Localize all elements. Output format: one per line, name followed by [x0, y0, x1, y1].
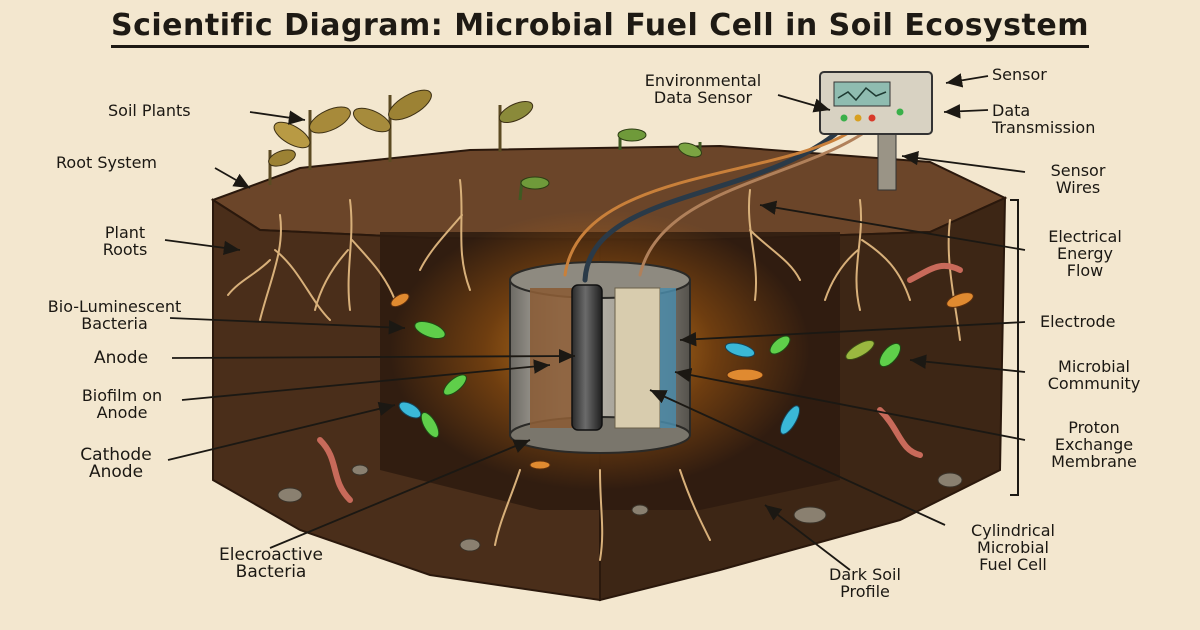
label-anode: Anode	[94, 348, 149, 368]
diagram-title: Scientific Diagram: Microbial Fuel Cell …	[0, 8, 1200, 48]
soil-plants-group	[268, 89, 702, 201]
stones-group	[277, 464, 963, 552]
label-electrode: Electrode	[1040, 312, 1116, 331]
leader-lines-group	[164, 73, 1026, 571]
label-soil-plants: Soil Plants	[108, 101, 191, 120]
anode-rod	[571, 284, 603, 431]
label-cathode-anode: Cathode Anode	[80, 445, 152, 482]
label-elecroactive-bacteria: Elecroactive Bacteria	[219, 545, 323, 582]
label-plant-roots: Plant Roots	[102, 223, 148, 259]
plant-roots-group	[227, 179, 961, 561]
label-cylindrical-microbial-fuel-cell: Cylindrical Microbial Fuel Cell	[971, 521, 1055, 574]
label-proton-exchange-membrane: Proton Exchange Membrane	[1051, 418, 1137, 471]
sensor-wires-group	[563, 127, 864, 283]
bacteria-group	[390, 292, 974, 470]
earthworms-group	[317, 262, 963, 503]
label-sensor: Sensor	[992, 65, 1047, 84]
label-biofilm-on-anode: Biofilm on Anode	[81, 386, 163, 422]
label-dark-soil-profile: Dark Soil Profile	[829, 565, 901, 601]
label-microbial-community: Microbial Community	[1047, 357, 1141, 393]
label-environmental-data-sensor: Environmental Data Sensor	[644, 71, 762, 107]
sensor-box	[819, 71, 933, 191]
label-electrical-energy-flow: Electrical Energy Flow	[1048, 227, 1122, 280]
label-data-transmission: Data Transmission	[992, 101, 1096, 137]
label-sensor-wires: Sensor Wires	[1050, 161, 1106, 197]
right-bracket	[1010, 199, 1019, 496]
label-root-system: Root System	[56, 153, 157, 172]
label-bio-luminescent-bacteria: Bio-Luminescent Bacteria	[47, 297, 182, 333]
